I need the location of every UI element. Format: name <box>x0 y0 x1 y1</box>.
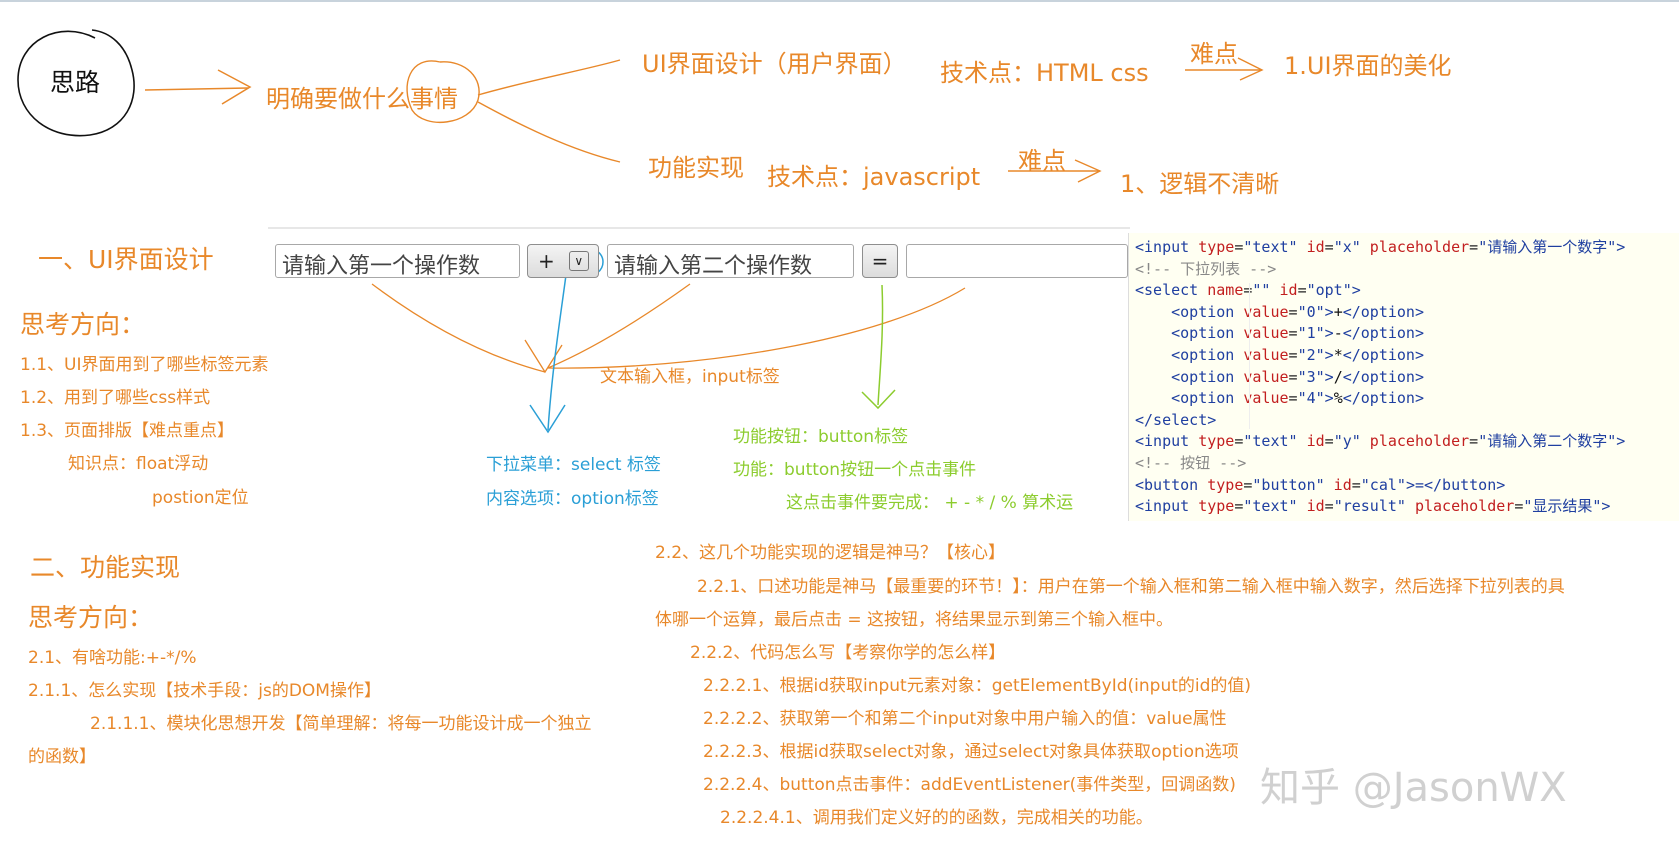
section-ui-knowledge: 知识点：float浮动 <box>68 454 209 474</box>
code-line-option: <option value="3">/</option> <box>1171 367 1424 386</box>
operator-select[interactable]: + ∨ <box>527 244 599 278</box>
code-snippet-panel: <input type="text" id="x" placeholder="请… <box>1128 233 1679 521</box>
mindmap-goal: 明确要做什么事情 <box>266 85 458 113</box>
code-line-comment-select: <!-- 下拉列表 --> <box>1135 259 1277 278</box>
logic-p1: 2.2.1、口述功能是神马【最重要的环节！】：用户在第一个输入框和第二输入框中输… <box>697 577 1565 597</box>
section-ui-thinking: 思考方向： <box>20 310 146 339</box>
mindmap-ui-difficulty: 1.UI界面的美化 <box>1284 52 1452 80</box>
code-line-select-close: </select> <box>1135 410 1217 429</box>
operator-selected: + <box>538 249 555 273</box>
code-line-button: <button type="button" id="cal">=</button… <box>1135 475 1506 494</box>
code-line-input-y: <input type="text" id="y" placeholder="请… <box>1135 432 1626 451</box>
code-line-option: <option value="2">*</option> <box>1171 345 1424 364</box>
code-line-option: <option value="0">+</option> <box>1171 302 1424 321</box>
logic-p7: 2.2.2.4.1、调用我们定义好的的函数，完成相关的功能。 <box>720 808 1153 828</box>
first-operand-input[interactable]: 请输入第一个操作数 <box>275 244 520 278</box>
mindmap-func-difficulty: 1、逻辑不清晰 <box>1120 170 1280 198</box>
section-func-item-1: 2.1、有啥功能:+-*/% <box>28 648 197 668</box>
code-line-input-x: <input type="text" id="x" placeholder="请… <box>1135 238 1626 256</box>
mindmap-func-difficulty-label: 难点 <box>1018 147 1066 175</box>
annotation-event-ops: 这点击事件要完成： + - * / % 算术运 <box>786 493 1074 513</box>
logic-p4: 2.2.2.2、获取第一个和第二个input对象中用户输入的值：value属性 <box>703 709 1227 729</box>
logic-p5: 2.2.2.3、根据id获取select对象，通过select对象具体获取opt… <box>703 742 1239 762</box>
chevron-down-icon: ∨ <box>568 251 589 271</box>
annotation-select-menu: 下拉菜单：select 标签 <box>486 455 661 475</box>
section-func-item-4: 的函数】 <box>28 747 96 767</box>
watermark: 知乎 @JasonWX <box>1260 765 1567 811</box>
annotation-option-item: 内容选项：option标签 <box>486 489 659 509</box>
code-line-option: <option value="4">%</option> <box>1171 389 1424 408</box>
logic-p3: 2.2.2.1、根据id获取input元素对象：getElementById(i… <box>703 676 1252 696</box>
mindmap-ui-tech: 技术点：HTML css <box>940 59 1149 87</box>
section-ui-item-3: 1.3、页面排版【难点重点】 <box>20 421 235 441</box>
annotation-button-tag: 功能按钮：button标签 <box>733 427 909 447</box>
section-ui-item-1: 1.1、UI界面用到了哪些标签元素 <box>20 355 269 375</box>
mindmap-branch-ui: UI界面设计（用户界面） <box>642 50 907 78</box>
annotation-text-input: 文本输入框，input标签 <box>600 367 780 387</box>
section-func-item-3: 2.1.1.1、模块化思想开发【简单理解：将每一功能设计成一个独立 <box>90 714 592 734</box>
logic-question: 2.2、这几个功能实现的逻辑是神马？【核心】 <box>655 543 1006 563</box>
start-circle <box>17 29 135 137</box>
section-func-item-2: 2.1.1、怎么实现【技术手段：js的DOM操作】 <box>28 681 381 701</box>
logic-p2: 2.2.2、代码怎么写【考察你学的怎么样】 <box>690 643 1006 663</box>
code-line-input-result: <input type="text" id="result" placehold… <box>1135 497 1611 516</box>
section-ui-knowledge-2: postion定位 <box>152 488 249 508</box>
result-input[interactable] <box>906 244 1128 278</box>
mindmap-ui-difficulty-label: 难点 <box>1190 40 1238 68</box>
code-line-option: <option value="1">-</option> <box>1171 324 1424 343</box>
code-line-comment-button: <!-- 按钮 --> <box>1135 453 1247 472</box>
logic-p6: 2.2.2.4、button点击事件：addEventListener(事件类型… <box>703 775 1236 795</box>
top-border <box>0 0 1679 2</box>
code-line-select-open: <select name="" id="opt"> <box>1135 281 1361 300</box>
mindmap-func-tech: 技术点：javascript <box>767 163 981 191</box>
second-operand-input[interactable]: 请输入第二个操作数 <box>607 244 854 278</box>
logic-p1b: 体哪一个运算，最后点击 = 这按钮，将结果显示到第三个输入框中。 <box>655 610 1174 630</box>
section-ui-title: 一、UI界面设计 <box>38 245 214 274</box>
annotation-button-event: 功能：button按钮一个点击事件 <box>733 460 977 480</box>
section-ui-item-2: 1.2、用到了哪些css样式 <box>20 388 211 408</box>
section-func-title: 二、功能实现 <box>30 553 181 582</box>
section-func-thinking: 思考方向： <box>28 603 154 632</box>
mindmap-branch-func: 功能实现 <box>648 154 744 182</box>
equals-button[interactable]: = <box>862 244 898 278</box>
mindmap-start: 思路 <box>50 68 101 97</box>
